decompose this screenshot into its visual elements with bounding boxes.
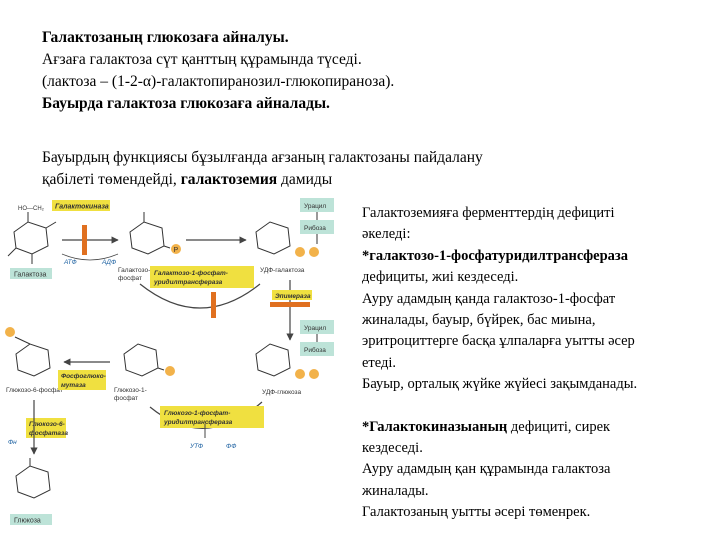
block-bar-galactokinase xyxy=(82,225,87,255)
right-line: *Галактокиназыаның дефициті, сирек xyxy=(362,417,712,438)
glucose-1-phosphate-molecule xyxy=(123,343,165,377)
page-title: Галактозаның глюкозаға айналуы. xyxy=(42,29,289,46)
enzyme-udpglc-box xyxy=(160,406,264,428)
molecule-label-ch2oh: HO—CH₂ xyxy=(18,206,45,212)
label-adp: АДФ xyxy=(101,259,116,266)
phosphate-icon xyxy=(295,247,305,257)
enzyme-g6pase-label-b: фосфатаза xyxy=(29,430,68,437)
right-line: дефициты, жиі кездеседі. xyxy=(362,269,519,286)
enzyme-transferase-heading: *галактозо-1-фосфатуридилтрансфераза xyxy=(362,247,628,264)
label-pi: Фн xyxy=(8,439,17,446)
right-line: эритроциттерге басқа ұлпаларға уытты әсе… xyxy=(362,333,635,350)
right-line: Бауыр, орталық жүйке жүйесі зақымданады. xyxy=(362,376,638,393)
right-text: дефициті, сирек xyxy=(507,418,611,435)
label-utp: УТФ xyxy=(189,443,203,450)
ribose-label-2: Рибоза xyxy=(304,346,326,354)
phosphate-icon xyxy=(5,327,15,337)
right-line: Галактозаның уытты әсері төменрек. xyxy=(362,504,591,521)
intro-line-lactose: (лактоза – (1-2-α)-галактопиранозил-глюк… xyxy=(42,73,395,90)
right-line: Ауру адамдың қан құрамында галактоза xyxy=(362,461,611,478)
enzyme-transferase-label-a: Галактозо-1-фосфат- xyxy=(154,270,228,277)
label-ppi: ФФ xyxy=(226,443,236,450)
para-liver-function-a: Бауырдың функциясы бұзылғанда ағзаның га… xyxy=(42,149,483,166)
ribose-box-2 xyxy=(300,342,334,356)
glc1p-label-b: фосфат xyxy=(114,395,138,402)
glucose-label-box xyxy=(10,514,52,525)
enzyme-galactokinase-heading: *Галактокиназыаның xyxy=(362,418,508,435)
ribose-box xyxy=(300,220,334,234)
udp-glucose-molecule xyxy=(255,334,318,377)
phosphate-icon xyxy=(171,244,181,254)
para-text-end: дамиды xyxy=(277,171,333,188)
right-line: кездеседі. xyxy=(362,440,423,457)
enzyme-phosphoglucomutase-label-b: мутаза xyxy=(61,382,86,389)
uracil-label: Урацил xyxy=(304,203,326,210)
udp-galactose-label: УДФ-галактоза xyxy=(260,267,305,274)
uracil-box-2 xyxy=(300,320,334,334)
right-line: Ауру адамдың қанда галактозо-1-фосфат xyxy=(362,290,616,307)
block-bar-transferase xyxy=(211,292,216,318)
enzyme-epimerase-label: Эпимераза xyxy=(275,293,311,300)
gal1p-label-b: фосфат xyxy=(118,275,142,282)
glucose-label: Глюкоза xyxy=(14,518,41,525)
enzyme-galactokinase-box xyxy=(52,200,110,211)
epimerase-bar xyxy=(270,302,310,307)
glucose-molecule xyxy=(15,458,51,499)
enzyme-galactokinase-label: Галактокиназа xyxy=(55,204,109,211)
right-line: әкеледі: xyxy=(362,226,411,243)
galactose-molecule xyxy=(7,212,57,264)
right-line: етеді. xyxy=(362,354,397,371)
enzyme-udpglc-label-a: Глюкозо-1-фосфат- xyxy=(164,410,230,417)
right-line: жиналады, бауыр, бүйрек, бас миына, xyxy=(362,312,596,329)
galactose-label-box xyxy=(10,268,52,279)
uracil-box xyxy=(300,198,334,212)
uracil-label-2: Урацил xyxy=(304,325,326,332)
enzyme-udpglc-label-b: уридилтрансфераза xyxy=(163,418,233,426)
enzyme-epimerase-box xyxy=(272,290,312,300)
intro-line-liver: Бауырда галактоза глюкозаға айналады. xyxy=(42,95,330,112)
enzyme-g6pase-box xyxy=(26,418,66,438)
enzyme-transferase-label-b: уридилтрансфераза xyxy=(153,278,223,286)
term-galactosemia: галактоземия xyxy=(180,171,278,188)
udp-glucose-label: УДФ-глюкоза xyxy=(262,389,302,396)
phosphate-icon xyxy=(295,369,305,379)
intro-line-intake: Ағзаға галактоза сүт қанттың құрамында т… xyxy=(42,51,362,68)
right-line: жиналады. xyxy=(362,482,429,499)
udp-galactose-molecule xyxy=(255,212,318,255)
phosphate-icon xyxy=(309,369,319,379)
para-liver-function-b: қабілеті төмендейді, галактоземия дамиды xyxy=(42,170,332,190)
gal1p-label-a: Галактозо-1- xyxy=(118,267,156,274)
enzyme-g6pase-label-a: Глюкозо-6- xyxy=(29,421,65,428)
glucose-6-phosphate-molecule xyxy=(14,336,51,377)
enzyme-phosphoglucomutase-label-a: Фосфоглюко- xyxy=(61,373,106,380)
label-atp: АТФ xyxy=(63,259,77,266)
deficiency-text-block: Галактоземияға ферменттердің дефициті әк… xyxy=(362,203,712,524)
phosphate-label: P xyxy=(174,247,179,254)
enzyme-transferase-box xyxy=(150,266,254,288)
galactose-1-phosphate-molecule xyxy=(129,212,171,255)
phosphate-icon xyxy=(309,247,319,257)
transferase-curve xyxy=(139,283,261,309)
galactose-label: Галактоза xyxy=(14,272,47,279)
para-text: қабілеті төмендейді, xyxy=(42,171,181,188)
phosphate-icon xyxy=(165,366,175,376)
enzyme-phosphoglucomutase-box xyxy=(58,370,106,390)
glc1p-label-a: Глюкозо-1- xyxy=(114,387,147,394)
ribose-label: Рибоза xyxy=(304,224,326,232)
galactose-metabolism-diagram: HO—CH₂ Галактоза Галактокиназа АТФ АДФ P… xyxy=(5,198,334,525)
cofactor-curve xyxy=(61,253,119,261)
glc6p-label: Глюкозо-6-фосфат xyxy=(6,387,63,394)
right-line: Галактоземияға ферменттердің дефициті xyxy=(362,205,615,221)
